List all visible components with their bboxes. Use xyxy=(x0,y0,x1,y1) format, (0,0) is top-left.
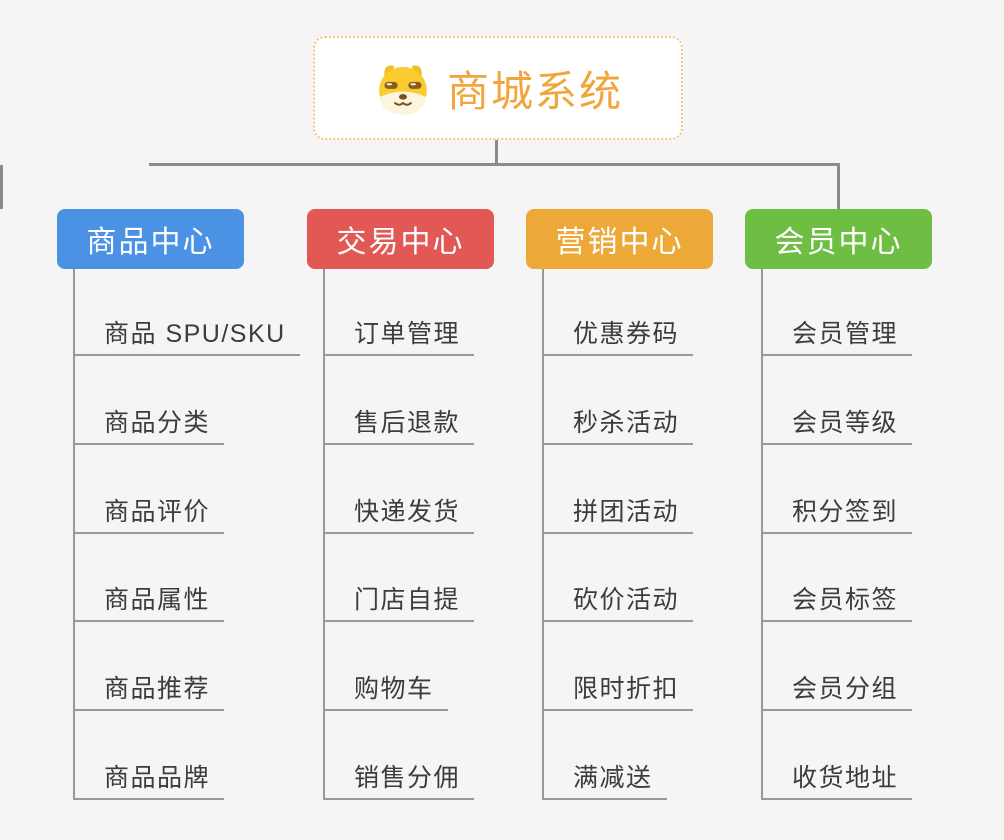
child-topic[interactable]: 商品分类 xyxy=(73,405,225,445)
child-topic[interactable]: 拼团活动 xyxy=(542,494,694,534)
branch-topic[interactable]: 营销中心 xyxy=(526,209,713,269)
child-topic[interactable]: 收货地址 xyxy=(761,760,913,800)
child-topic[interactable]: 商品推荐 xyxy=(73,671,225,711)
child-topic[interactable]: 积分签到 xyxy=(761,494,913,534)
branch-trunk-line xyxy=(761,269,763,800)
branch-trunk-line xyxy=(323,269,325,800)
root-topic-label: 商城系统 xyxy=(446,67,623,115)
branch-trunk-line xyxy=(542,269,544,800)
root-topic[interactable]: 商城系统 xyxy=(313,36,683,140)
child-topic[interactable]: 秒杀活动 xyxy=(542,405,694,445)
child-topic[interactable]: 限时折扣 xyxy=(542,671,694,711)
child-topic[interactable]: 商品评价 xyxy=(73,494,225,534)
child-topic[interactable]: 商品属性 xyxy=(73,582,225,622)
rail-line xyxy=(149,163,840,166)
branch-2: 交易中心订单管理售后退款快递发货门店自提购物车销售分佣 xyxy=(307,209,537,809)
branch-4: 会员中心会员管理会员等级积分签到会员标签会员分组收货地址 xyxy=(745,209,975,809)
branch-1: 商品中心商品 SPU/SKU 商品分类商品评价商品属性商品推荐商品品牌 xyxy=(57,209,300,809)
branch-topic[interactable]: 交易中心 xyxy=(307,209,494,269)
child-topic[interactable]: 快递发货 xyxy=(323,494,475,534)
child-topic[interactable]: 订单管理 xyxy=(323,316,475,356)
child-topic[interactable]: 销售分佣 xyxy=(323,760,475,800)
root-stem-line xyxy=(495,140,498,164)
child-topic[interactable]: 会员标签 xyxy=(761,582,913,622)
branch-topic[interactable]: 会员中心 xyxy=(745,209,932,269)
drop-line xyxy=(837,165,840,209)
child-topic[interactable]: 会员管理 xyxy=(761,316,913,356)
branch-topic[interactable]: 商品中心 xyxy=(57,209,244,269)
child-topic[interactable]: 满减送 xyxy=(542,760,667,800)
branch-3: 营销中心优惠券码秒杀活动拼团活动砍价活动限时折扣满减送 xyxy=(526,209,756,809)
child-topic[interactable]: 门店自提 xyxy=(323,582,475,622)
child-topic[interactable]: 会员等级 xyxy=(761,405,913,445)
child-topic[interactable]: 商品品牌 xyxy=(73,760,225,800)
child-topic[interactable]: 购物车 xyxy=(323,671,448,711)
branch-trunk-line xyxy=(73,269,75,800)
child-topic[interactable]: 优惠券码 xyxy=(542,316,694,356)
child-topic[interactable]: 售后退款 xyxy=(323,405,475,445)
drop-line xyxy=(0,165,3,209)
dog-face-icon xyxy=(373,59,433,117)
child-topic[interactable]: 会员分组 xyxy=(761,671,913,711)
child-topic[interactable]: 砍价活动 xyxy=(542,582,694,622)
child-topic[interactable]: 商品 SPU/SKU xyxy=(73,316,300,356)
